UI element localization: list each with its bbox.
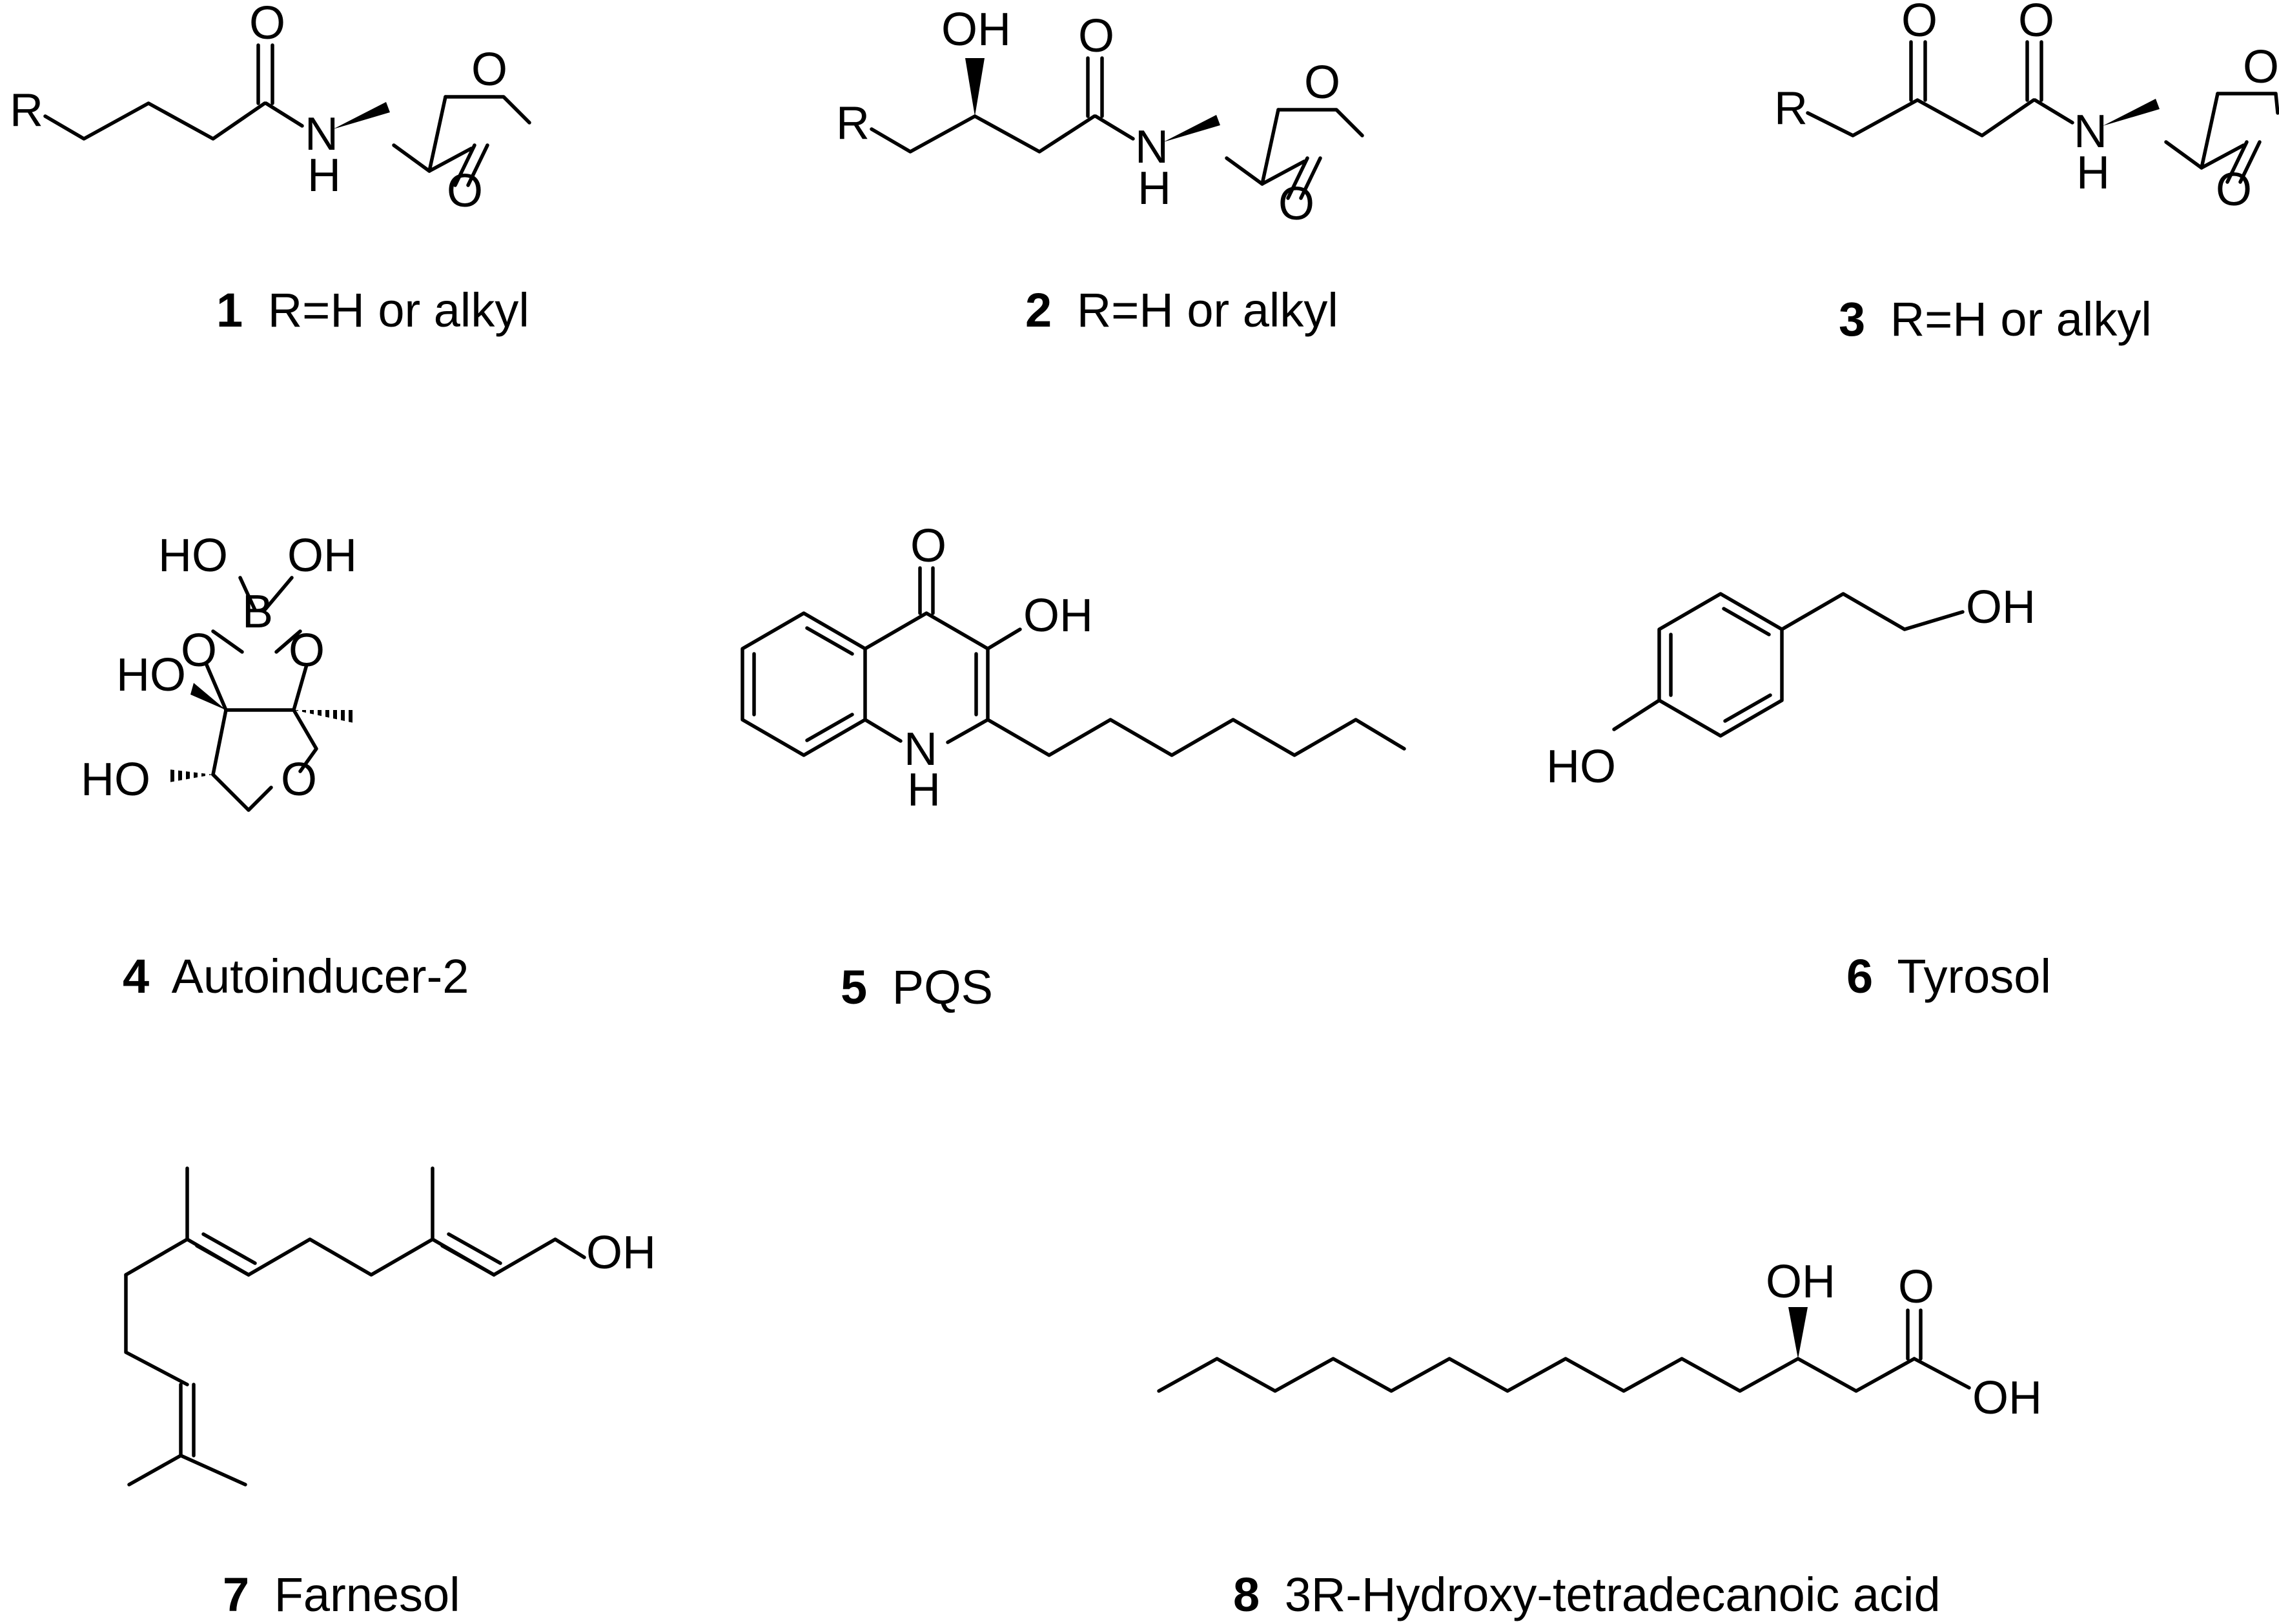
atom-label: O xyxy=(447,165,483,217)
atom-label: O xyxy=(1304,57,1340,108)
atom-label: O xyxy=(2216,164,2252,216)
structure-name: Farnesol xyxy=(274,1568,460,1621)
atom-label: OH xyxy=(1023,590,1093,642)
structure-8-caption: 8 3R-Hydroxy-tetradecanoic acid xyxy=(1233,1568,1941,1621)
structure-number: 2 xyxy=(1025,283,1052,337)
atom-label: O xyxy=(1901,0,1937,46)
atom-label: R xyxy=(1774,83,1808,134)
structure-5-pqs: O OH N H 5 PQS xyxy=(741,520,1406,1014)
structure-2-hydroxy-acyl-homoserine-lactone: R OH O N H O O 2 R=H or alkyl xyxy=(836,4,1364,337)
structure-name: Tyrosol xyxy=(1897,949,2051,1003)
structure-number: 4 xyxy=(123,949,149,1003)
atom-label: R xyxy=(836,97,870,149)
structure-3-caption: 3 R=H or alkyl xyxy=(1839,292,2152,346)
atom-label: H xyxy=(2076,147,2110,199)
structure-number: 8 xyxy=(1233,1568,1260,1621)
atom-label: O xyxy=(1278,178,1314,230)
structure-4-caption: 4 Autoinducer-2 xyxy=(123,949,469,1003)
atom-label: OH xyxy=(1766,1256,1835,1308)
structure-number: 5 xyxy=(841,960,867,1014)
atom-label: O xyxy=(1898,1261,1934,1313)
structure-number: 1 xyxy=(216,283,243,337)
atom-label: OH xyxy=(941,4,1011,56)
structure-number: 3 xyxy=(1839,292,1865,346)
atom-label: O xyxy=(471,44,507,96)
atom-label: OH xyxy=(1966,582,2036,633)
atom-label: O xyxy=(181,625,217,676)
structure-4-autoinducer-2: HO OH B O O HO HO O 4 Autoinducer-2 xyxy=(81,530,469,1003)
structure-1-caption: 1 R=H or alkyl xyxy=(216,283,529,337)
atom-label: HO xyxy=(116,649,186,701)
structure-6-caption: 6 Tyrosol xyxy=(1846,949,2051,1003)
atom-label: O xyxy=(1078,10,1114,62)
atom-label: N xyxy=(2074,106,2107,157)
atom-label: H xyxy=(1138,163,1171,214)
atom-label: OH xyxy=(586,1227,656,1279)
structure-name: R=H or alkyl xyxy=(268,283,529,337)
structure-6-tyrosol: OH HO 6 Tyrosol xyxy=(1546,582,2051,1003)
atom-label: O xyxy=(249,0,285,49)
atom-label: OH xyxy=(1972,1372,2042,1424)
structure-name: Autoinducer-2 xyxy=(172,949,469,1003)
atom-label: O xyxy=(2018,0,2054,46)
atom-label: O xyxy=(281,754,317,806)
structure-3-oxo-acyl-homoserine-lactone: R O O N H O O 3 R=H or alkyl xyxy=(1774,0,2279,346)
atom-label: N xyxy=(305,108,338,160)
structure-name: 3R-Hydroxy-tetradecanoic acid xyxy=(1285,1568,1941,1621)
structure-name: PQS xyxy=(892,960,993,1014)
atom-label: H xyxy=(307,150,341,201)
atom-label: O xyxy=(910,520,946,572)
atom-label: OH xyxy=(287,530,357,582)
atom-label: O xyxy=(2243,41,2279,93)
atom-label: HO xyxy=(1546,741,1616,793)
structure-name: R=H or alkyl xyxy=(1077,283,1338,337)
atom-label: N xyxy=(904,724,937,775)
structure-name: R=H or alkyl xyxy=(1890,292,2152,346)
atom-label: O xyxy=(289,625,325,676)
structure-7-farnesol: OH 7 Farnesol xyxy=(124,1166,656,1621)
structure-number: 7 xyxy=(223,1568,249,1621)
structure-number: 6 xyxy=(1846,949,1873,1003)
structure-5-caption: 5 PQS xyxy=(841,960,993,1014)
atom-label: N xyxy=(1135,121,1169,173)
atom-label: HO xyxy=(81,754,150,806)
structure-2-caption: 2 R=H or alkyl xyxy=(1025,283,1338,337)
structure-8-3r-hydroxy-tetradecanoic-acid: OH O OH 8 3R-Hydroxy-tetradecanoic acid xyxy=(1157,1256,2042,1621)
structure-1-acyl-homoserine-lactone: R O N H O O 1 R=H or alkyl xyxy=(10,0,531,337)
atom-label: B xyxy=(242,586,273,638)
structure-7-caption: 7 Farnesol xyxy=(223,1568,460,1621)
atom-label: H xyxy=(907,764,941,816)
atom-label: HO xyxy=(158,530,228,582)
atom-label: R xyxy=(10,85,43,136)
